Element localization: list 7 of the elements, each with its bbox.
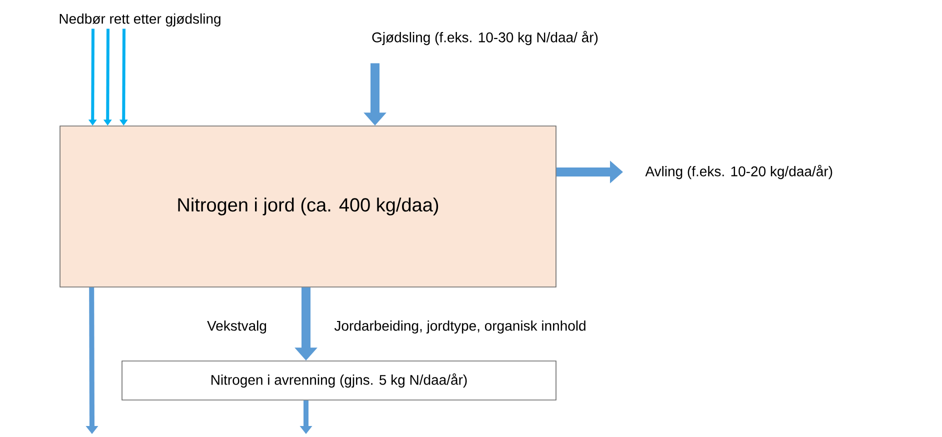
annotation-text: Jordarbeiding, jordtype, organisk innhold [334, 320, 586, 334]
annotation-text: Vekstvalg [207, 320, 266, 334]
flow-label: Gjødsling (f.eks. 10-30 kg N/daa/ år) [372, 30, 598, 46]
flow-label: Avling (f.eks. 10-20 kg/daa/år) [645, 164, 832, 180]
process-box: Nitrogen i avrenning (gjns. 5 kg N/daa/år) [122, 360, 556, 400]
flow-label: Nedbør rett etter gjødsling [60, 13, 220, 27]
process-box: Nitrogen i jord (ca. 400 kg/daa) [60, 126, 556, 288]
